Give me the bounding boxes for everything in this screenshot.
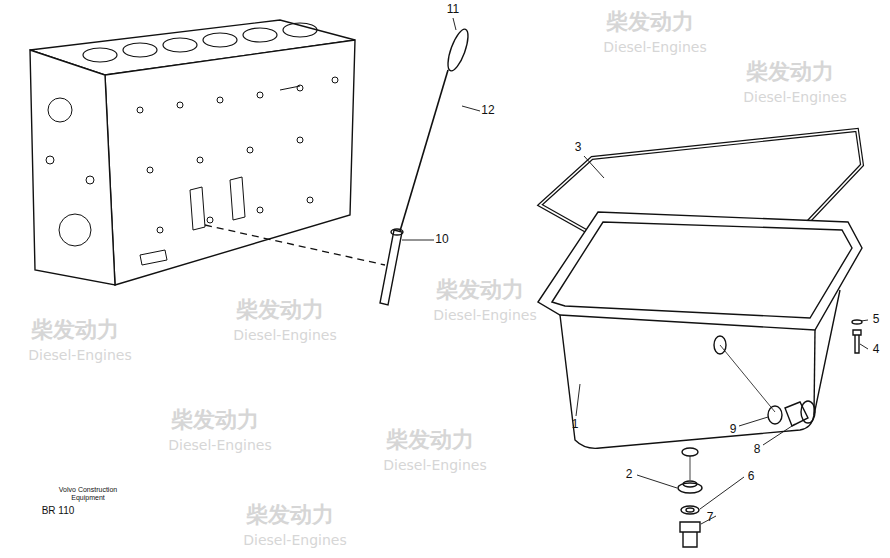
watermark-text: 柴发动力	[386, 428, 474, 452]
watermark-text: Diesel-Engines	[28, 348, 131, 363]
watermark-text: 柴发动力	[236, 298, 324, 322]
callout-number: 12	[481, 104, 494, 117]
watermark-text: Diesel-Engines	[233, 328, 336, 343]
watermark-text: Diesel-Engines	[243, 533, 346, 548]
callout-number: 10	[435, 233, 448, 246]
watermark-text: Diesel-Engines	[743, 90, 846, 105]
watermark-text: 柴发动力	[746, 60, 834, 84]
watermark-text: 柴发动力	[246, 503, 334, 527]
watermark-text: 柴发动力	[31, 318, 119, 342]
callout-number: 3	[575, 141, 582, 154]
callout-number: 2	[626, 468, 633, 481]
callout-number: 9	[730, 423, 737, 436]
watermark-text: Diesel-Engines	[603, 40, 706, 55]
watermark-text: 柴发动力	[436, 278, 524, 302]
brand-text: Volvo Construction Equipment	[52, 486, 124, 501]
callout-number: 6	[748, 470, 755, 483]
figure-code: BR 110	[42, 505, 75, 516]
callout-number: 5	[873, 313, 880, 326]
watermark-text: Diesel-Engines	[433, 308, 536, 323]
watermark-text: Diesel-Engines	[168, 438, 271, 453]
callout-number: 1	[572, 418, 579, 431]
callout-number: 8	[754, 443, 761, 456]
callout-number: 7	[707, 511, 714, 524]
watermark-text: Diesel-Engines	[383, 458, 486, 473]
watermark-text: 柴发动力	[606, 10, 694, 34]
watermark-text: 柴发动力	[171, 408, 259, 432]
callout-number: 11	[447, 3, 459, 16]
callout-number: 4	[873, 343, 880, 356]
